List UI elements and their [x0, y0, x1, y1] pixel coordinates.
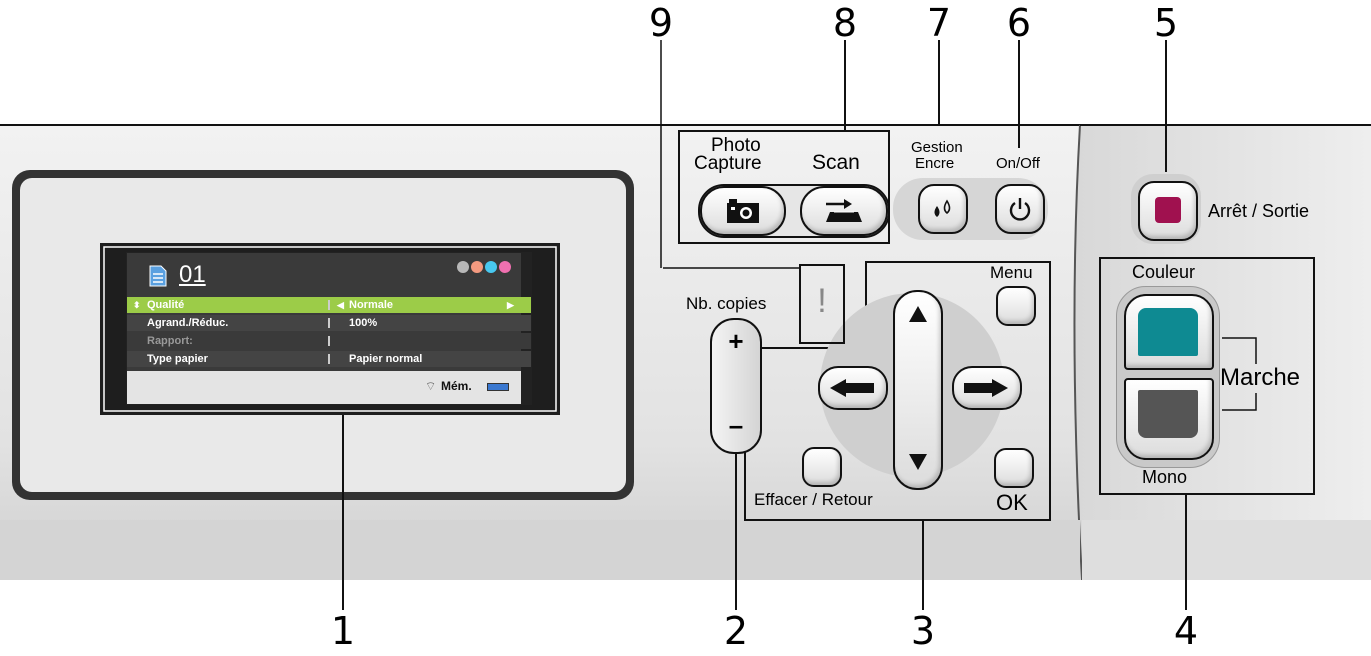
copies-plus-button[interactable]: +: [728, 326, 744, 356]
lcd-row-paper-type[interactable]: Type papier Papier normal: [127, 351, 531, 367]
clear-back-button[interactable]: [802, 447, 842, 487]
lcd-screen: 01 ⬍ Qualité ◀ Normale ▶ Agrand./Réduc. …: [126, 252, 532, 405]
menu-button[interactable]: [996, 286, 1036, 326]
callout-5: 5: [1153, 1, 1179, 45]
copies-minus-button[interactable]: –: [728, 410, 744, 440]
scan-label: Scan: [812, 151, 860, 174]
scan-icon: [826, 199, 862, 222]
row-separator: [328, 336, 330, 346]
ok-label: OK: [996, 490, 1028, 515]
scan-button[interactable]: [800, 186, 888, 236]
ink-drops-icon: [934, 199, 951, 217]
row-key: Qualité: [147, 299, 185, 311]
color-start-icon: [1138, 308, 1198, 356]
power-icon: [1009, 198, 1031, 221]
copy-document-icon: [149, 265, 167, 287]
camera-icon: [727, 199, 759, 223]
copies-count: 01: [179, 261, 206, 288]
stop-icon: [1155, 197, 1181, 223]
copies-rocker: [710, 318, 762, 454]
up-down-arrows-icon: ⬍: [133, 300, 141, 310]
right-triangle-icon: ▶: [507, 300, 514, 310]
left-arrow-icon: [830, 379, 874, 397]
left-triangle-icon: ◀: [337, 300, 344, 310]
wireless-icon: ⌔: [425, 379, 437, 393]
ink-dot-black: [457, 261, 469, 273]
lcd-status-bar: ⌔ Mém.: [127, 371, 521, 404]
callout-6: 6: [1006, 1, 1032, 45]
color-start-button[interactable]: [1124, 294, 1214, 370]
row-value: Normale: [349, 299, 394, 311]
ink-dot-magenta: [499, 261, 511, 273]
nav-right-button[interactable]: [952, 366, 1022, 410]
row-separator: [328, 318, 330, 328]
ink-management-button[interactable]: [918, 184, 968, 234]
mono-label: Mono: [1142, 467, 1188, 487]
photo-capture-button[interactable]: [700, 186, 786, 236]
arret-sortie-label: Arrêt / Sortie: [1208, 201, 1310, 221]
down-arrow-icon: [909, 454, 927, 470]
gestion-label-line2: Encre: [915, 155, 955, 172]
nav-up-button[interactable]: [893, 290, 943, 340]
warning-led: !: [817, 282, 827, 320]
marche-label: Marche: [1220, 364, 1301, 391]
effacer-retour-label: Effacer / Retour: [754, 490, 873, 509]
ok-button[interactable]: [994, 448, 1034, 488]
callout-2: 2: [723, 609, 749, 653]
couleur-label: Couleur: [1132, 262, 1196, 282]
lcd-row-zoom[interactable]: Agrand./Réduc. 100%: [127, 315, 531, 331]
ink-dot-yellow: [471, 261, 483, 273]
row-key: Rapport:: [147, 335, 193, 347]
mono-start-button[interactable]: [1124, 378, 1214, 460]
lcd-row-quality[interactable]: ⬍ Qualité ◀ Normale ▶: [127, 297, 531, 313]
nb-copies-label: Nb. copies: [686, 294, 767, 313]
lcd-row-report[interactable]: Rapport:: [127, 333, 531, 349]
ink-dot-cyan: [485, 261, 497, 273]
callout-4: 4: [1173, 609, 1199, 653]
row-key: Type papier: [147, 353, 208, 365]
row-value: Papier normal: [349, 353, 423, 365]
callout-7: 7: [926, 1, 952, 45]
callout-9: 9: [648, 1, 674, 45]
gestion-label-line1: Gestion: [911, 139, 963, 156]
row-separator: [328, 300, 330, 310]
callout-1: 1: [330, 609, 356, 653]
up-arrow-icon: [909, 306, 927, 322]
photo-capture-label-line2: Capture: [694, 153, 762, 174]
nav-left-button[interactable]: [818, 366, 888, 410]
row-value: 100%: [349, 317, 378, 329]
power-button[interactable]: [995, 184, 1045, 234]
nav-down-button[interactable]: [893, 436, 943, 486]
menu-label: Menu: [990, 263, 1033, 282]
row-separator: [328, 354, 330, 364]
mono-start-icon: [1138, 390, 1198, 438]
callout-3: 3: [910, 609, 936, 653]
photo-capture-label-line1: Photo: [711, 135, 761, 156]
callout-8: 8: [832, 1, 858, 45]
on-off-label: On/Off: [996, 155, 1040, 172]
memory-status: Mém.: [441, 379, 472, 393]
stop-exit-button[interactable]: [1138, 181, 1198, 241]
right-arrow-icon: [964, 379, 1008, 397]
memory-gauge-icon: [487, 383, 509, 391]
row-key: Agrand./Réduc.: [147, 317, 229, 329]
